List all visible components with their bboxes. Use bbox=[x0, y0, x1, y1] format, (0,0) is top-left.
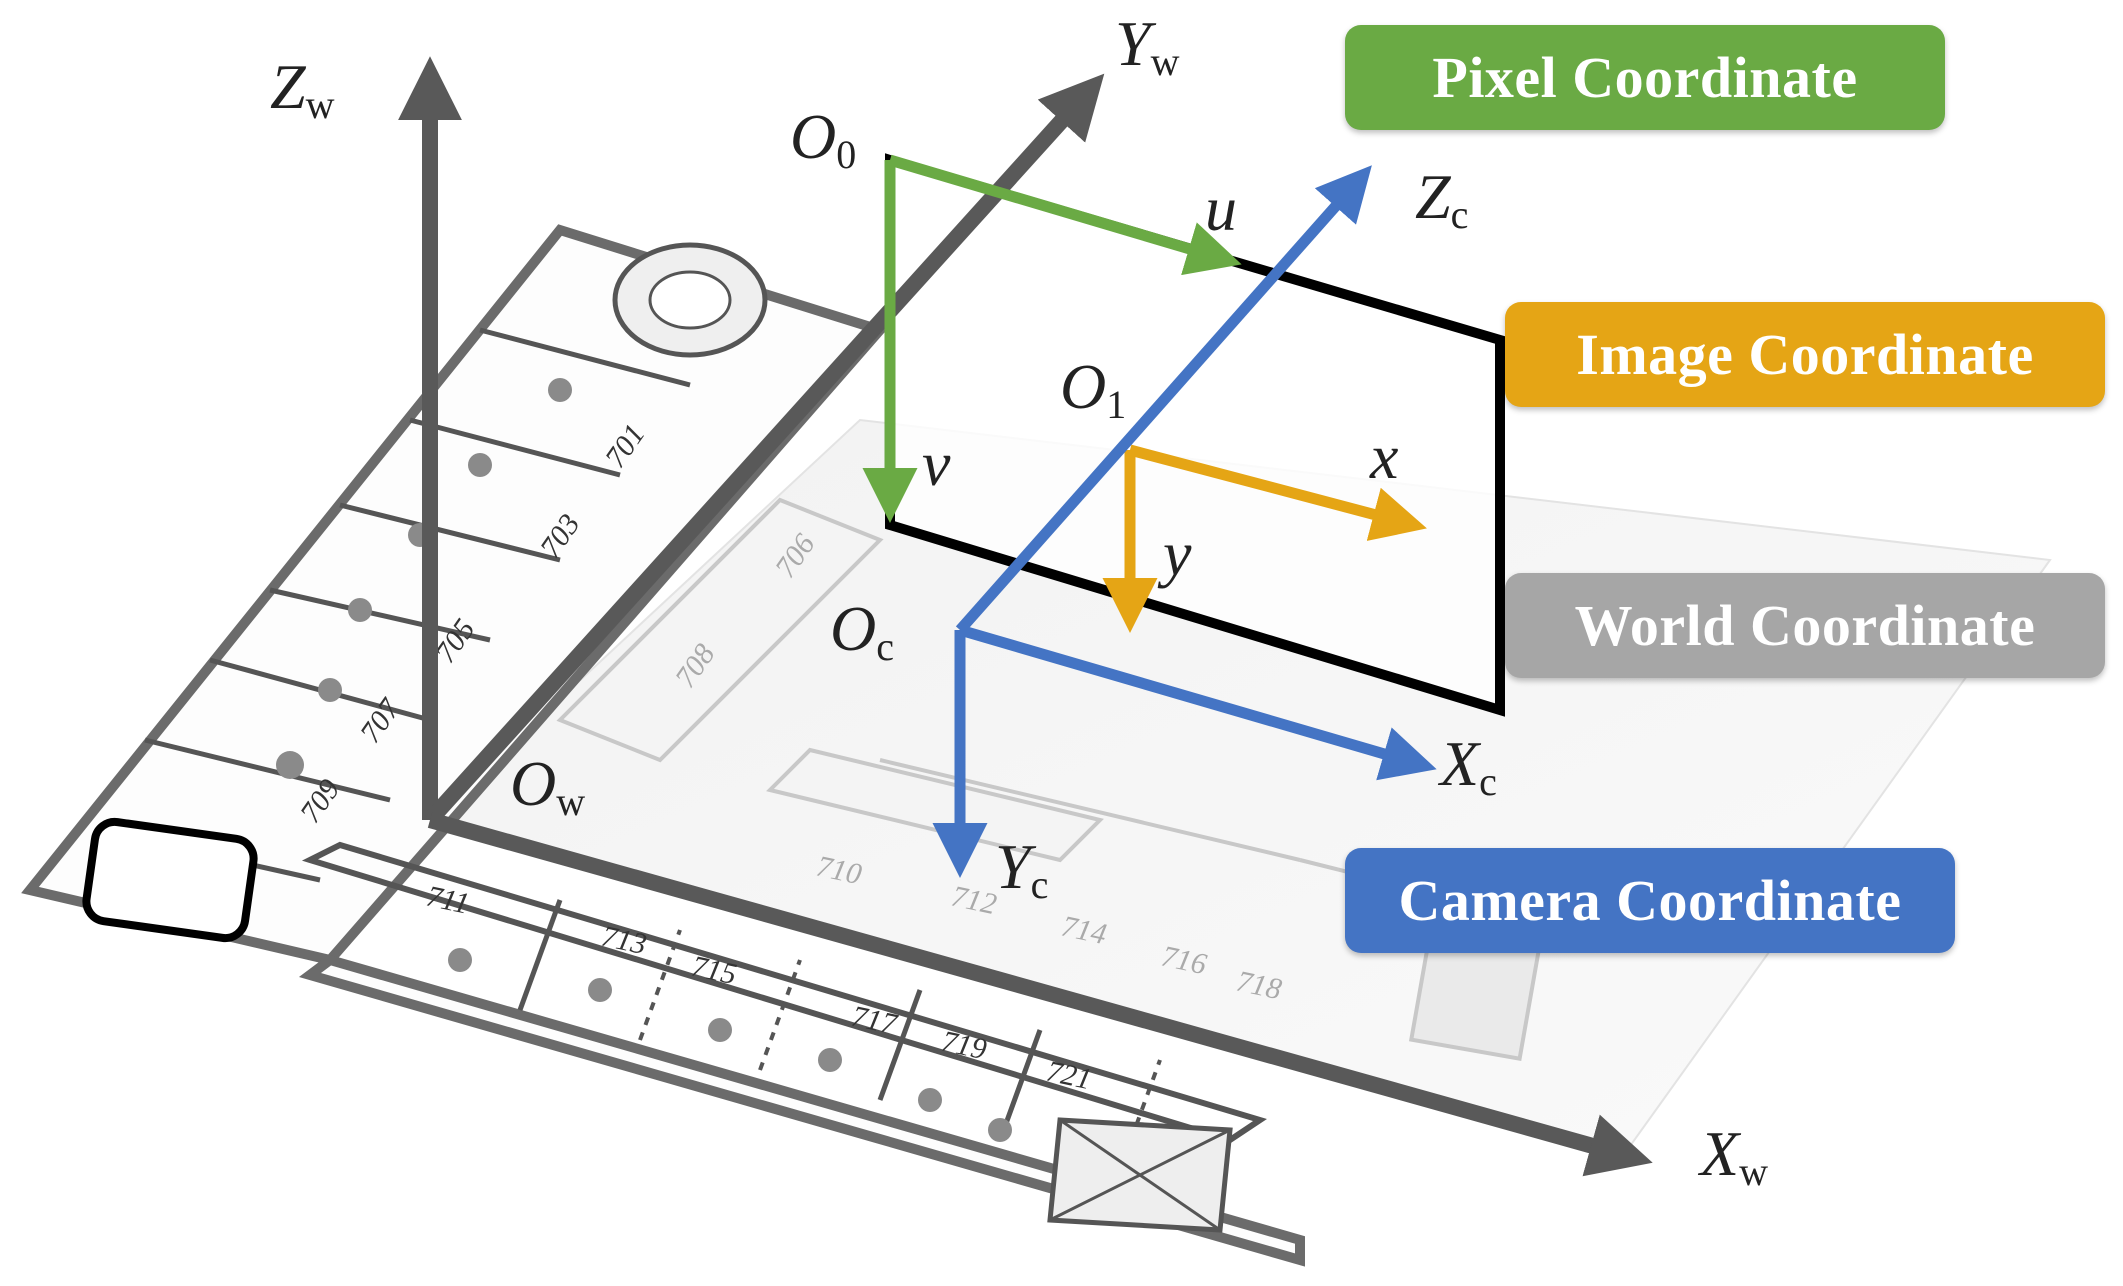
label-oc: Oc bbox=[830, 593, 894, 669]
label-o1: O1 bbox=[1060, 351, 1126, 427]
label-zc: Zc bbox=[1415, 161, 1468, 237]
pixel-axes bbox=[862, 154, 1242, 523]
legend-world-coordinate: World Coordinate bbox=[1505, 573, 2105, 678]
label-o0: O0 bbox=[790, 101, 856, 177]
label-ow: Ow bbox=[510, 748, 585, 824]
image-axes bbox=[1102, 444, 1427, 633]
label-yw: Yw bbox=[1115, 8, 1180, 84]
yw-axis bbox=[424, 73, 1105, 826]
legend-image-coordinate: Image Coordinate bbox=[1505, 302, 2105, 407]
camera-axes bbox=[932, 165, 1437, 878]
label-yc: Yc bbox=[995, 831, 1048, 907]
legend-camera-coordinate: Camera Coordinate bbox=[1345, 848, 1955, 953]
label-v: v bbox=[922, 428, 951, 499]
room-717: 717 bbox=[849, 1000, 902, 1042]
room-721: 721 bbox=[1044, 1055, 1095, 1097]
room-719: 719 bbox=[939, 1025, 990, 1067]
room-711: 711 bbox=[424, 880, 473, 921]
room-713: 713 bbox=[599, 920, 650, 962]
label-y: y bbox=[1157, 518, 1192, 589]
axis-labels: Zw Yw Xw Ow O0 O1 Oc Zc Xc Yc u v x y bbox=[270, 8, 1768, 1194]
xw-axis bbox=[427, 812, 1653, 1177]
floor-plan bbox=[21, 224, 1581, 1267]
legend-pixel-coordinate: Pixel Coordinate bbox=[1345, 25, 1945, 130]
label-zw: Zw bbox=[270, 51, 335, 127]
u-axis bbox=[888, 154, 1242, 276]
label-xw: Xw bbox=[1697, 1118, 1768, 1194]
zc-axis bbox=[955, 165, 1372, 634]
world-axes bbox=[398, 56, 1653, 1177]
room-715: 715 bbox=[689, 950, 740, 992]
label-u: u bbox=[1205, 173, 1237, 244]
label-x: x bbox=[1369, 421, 1398, 492]
xc-axis bbox=[958, 624, 1437, 781]
x-axis bbox=[1128, 444, 1427, 541]
label-xc: Xc bbox=[1437, 728, 1497, 804]
